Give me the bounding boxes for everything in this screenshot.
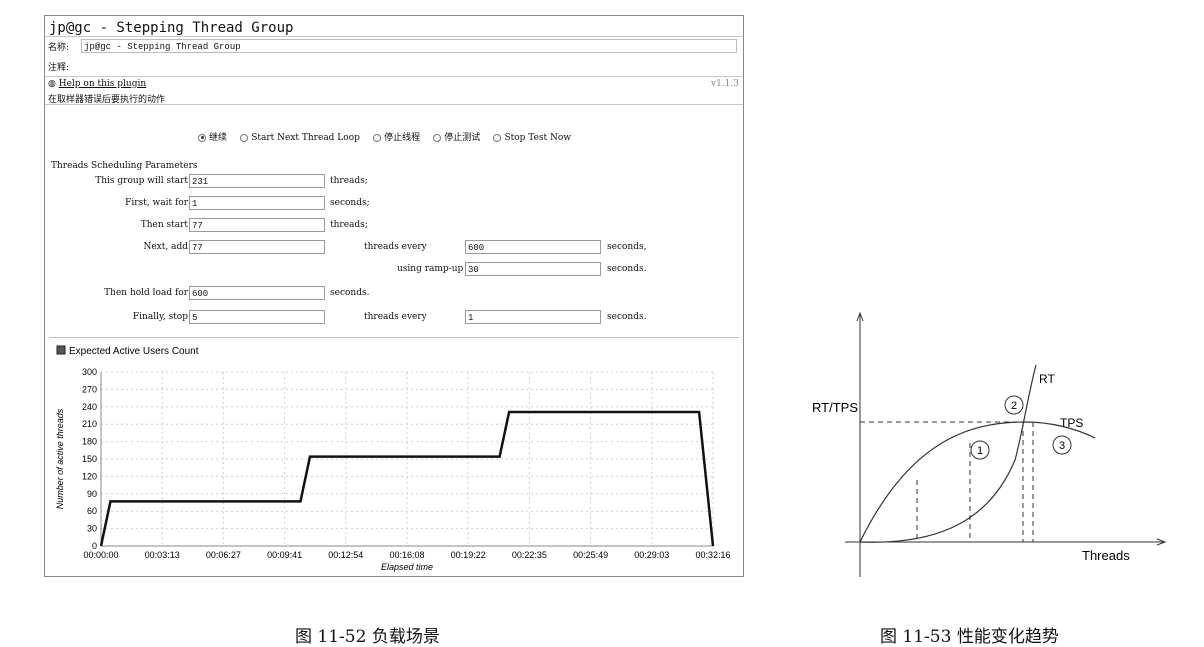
radio-icon bbox=[373, 133, 382, 142]
radio-icon bbox=[240, 133, 249, 142]
tps-curve-label: TPS bbox=[1060, 416, 1083, 430]
region-marker-label: 3 bbox=[1059, 440, 1065, 452]
legend-label: Expected Active Users Count bbox=[69, 346, 199, 357]
stop-input[interactable]: 5 bbox=[189, 310, 325, 324]
expected-users-chart-svg: Expected Active Users Count 0 30 60 90 120 150… bbox=[55, 345, 731, 572]
region-marker-circle bbox=[1052, 435, 1072, 455]
rt-curve bbox=[859, 364, 1037, 543]
wait-label: First, wait for bbox=[125, 198, 188, 208]
y-tick-label: 60 bbox=[87, 506, 97, 516]
x-axis-title: Elapsed time bbox=[381, 562, 433, 572]
radio-icon bbox=[433, 133, 442, 142]
stop-every-unit: seconds. bbox=[607, 312, 647, 322]
version-label: v1.1.3 bbox=[711, 79, 739, 89]
region-marker-label: 2 bbox=[1011, 400, 1017, 412]
y-tick-label: 210 bbox=[82, 419, 97, 429]
stop-label: Finally, stop bbox=[132, 312, 188, 322]
name-label: 名称: bbox=[48, 43, 70, 53]
x-tick-label: 00:19:22 bbox=[451, 550, 486, 560]
threads-every-input[interactable]: 600 bbox=[465, 240, 601, 254]
caption-right: 图 11-53 性能变化趋势 bbox=[880, 627, 1059, 647]
x-axis-arrow bbox=[1156, 538, 1167, 546]
y-tick-label: 90 bbox=[87, 489, 97, 499]
legend-swatch bbox=[56, 345, 66, 355]
x-tick-label: 00:22:35 bbox=[512, 550, 547, 560]
section-title: Threads Scheduling Parameters bbox=[51, 161, 198, 171]
x-axis-label: Threads bbox=[1082, 548, 1130, 563]
next-add-input[interactable]: 77 bbox=[189, 240, 325, 254]
threads-every-label: threads every bbox=[364, 242, 427, 252]
stepping-thread-group-panel: jp@gc - Stepping Thread Group 名称: jp@gc … bbox=[44, 15, 744, 577]
radio-stop-test[interactable]: 停止测试 bbox=[433, 133, 480, 143]
start-unit: threads; bbox=[330, 176, 368, 186]
stop-every-input[interactable]: 1 bbox=[465, 310, 601, 324]
comment-label: 注释: bbox=[48, 63, 70, 73]
tps-curve bbox=[859, 421, 1096, 543]
start-label: This group will start bbox=[95, 176, 188, 186]
wait-unit: seconds; bbox=[330, 198, 370, 208]
radio-stop-thread[interactable]: 停止线程 bbox=[373, 133, 420, 143]
radio-icon bbox=[493, 133, 502, 142]
region-marker-circle bbox=[970, 440, 990, 460]
y-axis-label: RT/TPS bbox=[812, 400, 858, 415]
radio-start-next-loop[interactable]: Start Next Thread Loop bbox=[240, 133, 360, 143]
hold-unit: seconds. bbox=[330, 288, 370, 298]
x-tick-label: 00:16:08 bbox=[389, 550, 424, 560]
x-tick-label: 00:06:27 bbox=[206, 550, 241, 560]
y-tick-label: 120 bbox=[82, 471, 97, 481]
help-icon: ◍ bbox=[48, 79, 56, 89]
x-tick-label: 00:25:49 bbox=[573, 550, 608, 560]
x-tick-label: 00:29:03 bbox=[634, 550, 669, 560]
x-tick-label: 00:00:00 bbox=[83, 550, 118, 560]
start-threads-input[interactable]: 231 bbox=[189, 174, 325, 188]
ramp-up-input[interactable]: 30 bbox=[465, 262, 601, 276]
region-marker-circle bbox=[1004, 395, 1024, 415]
y-tick-label: 30 bbox=[87, 524, 97, 534]
stop-every-label: threads every bbox=[364, 312, 427, 322]
then-start-unit: threads; bbox=[330, 220, 368, 230]
y-tick-label: 240 bbox=[82, 402, 97, 412]
window-title: jp@gc - Stepping Thread Group bbox=[49, 20, 294, 36]
error-action-radio-group: 继续 Start Next Thread Loop 停止线程 停止测试 Stop… bbox=[198, 130, 581, 143]
hold-label: Then hold load for bbox=[104, 288, 188, 298]
performance-trend-chart: RT/TPS Threads RT TPS 1 2 3 bbox=[812, 311, 1167, 577]
y-axis-title: Number of active threads bbox=[55, 408, 65, 509]
radio-continue[interactable]: 继续 bbox=[198, 133, 227, 143]
expected-users-chart: Expected Active Users Count 0 30 60 90 120 150… bbox=[49, 337, 739, 574]
region-marker-label: 1 bbox=[977, 445, 983, 457]
x-tick-label: 00:03:13 bbox=[145, 550, 180, 560]
then-start-input[interactable]: 77 bbox=[189, 218, 325, 232]
y-tick-label: 150 bbox=[82, 454, 97, 464]
hold-input[interactable]: 600 bbox=[189, 286, 325, 300]
next-add-label: Next, add bbox=[143, 242, 188, 252]
y-tick-label: 270 bbox=[82, 384, 97, 394]
x-tick-label: 00:12:54 bbox=[328, 550, 363, 560]
threads-every-unit: seconds, bbox=[607, 242, 647, 252]
rt-curve-label: RT bbox=[1039, 372, 1055, 386]
then-start-label: Then start bbox=[140, 220, 188, 230]
wait-input[interactable]: 1 bbox=[189, 196, 325, 210]
y-tick-label: 0 bbox=[92, 541, 97, 551]
ramp-up-unit: seconds. bbox=[607, 264, 647, 274]
radio-stop-test-now[interactable]: Stop Test Now bbox=[493, 133, 571, 143]
x-tick-label: 00:09:41 bbox=[267, 550, 302, 560]
help-link[interactable]: ◍ Help on this plugin bbox=[48, 79, 147, 89]
caption-left: 图 11-52 负载场景 bbox=[295, 627, 440, 647]
series-line-expected-users bbox=[99, 410, 715, 547]
radio-selected-icon bbox=[198, 133, 206, 142]
y-tick-label: 300 bbox=[82, 367, 97, 377]
name-field[interactable]: jp@gc - Stepping Thread Group bbox=[81, 39, 737, 53]
y-axis-arrow bbox=[856, 311, 864, 322]
y-tick-label: 180 bbox=[82, 437, 97, 447]
ramp-up-label: using ramp-up bbox=[397, 264, 464, 274]
error-action-label: 在取样器错误后要执行的动作 bbox=[48, 95, 166, 105]
x-tick-label: 00:32:16 bbox=[695, 550, 730, 560]
